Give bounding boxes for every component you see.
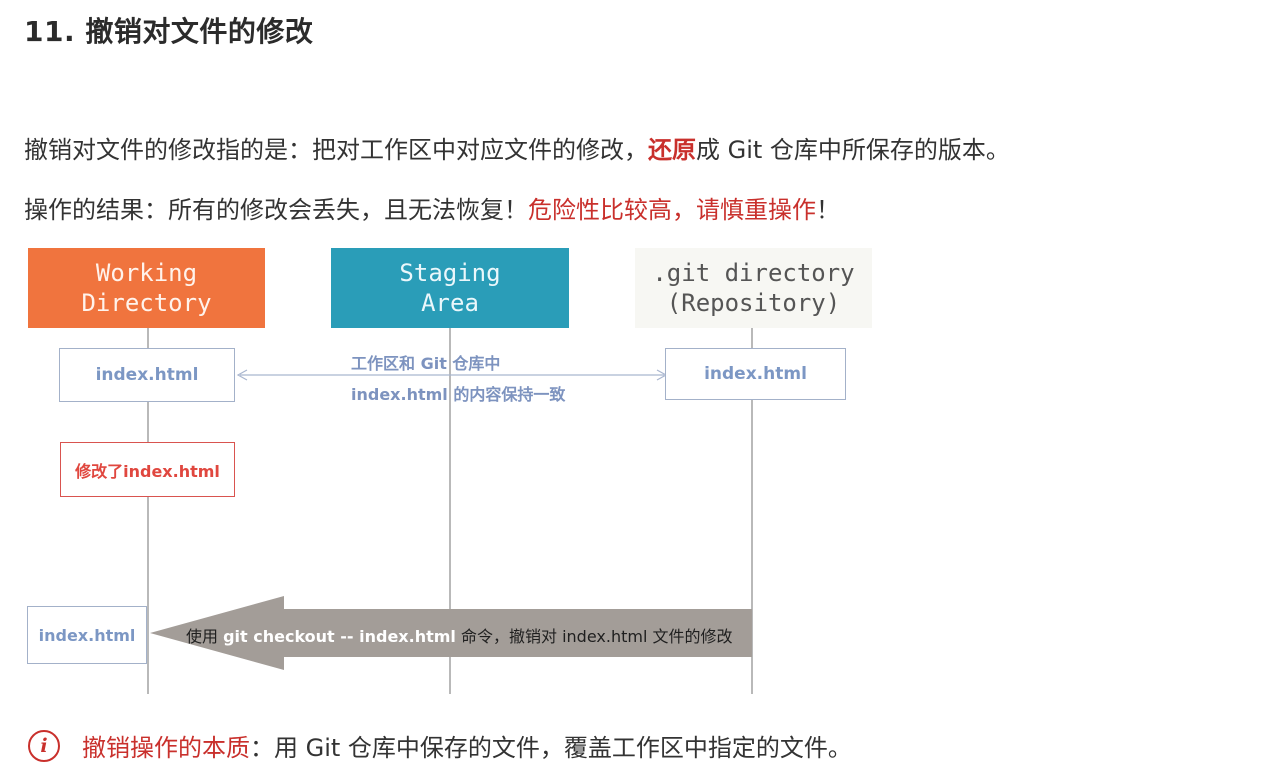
result-paragraph: 操作的结果：所有的修改会丢失，且无法恢复！危险性比较高，请慎重操作！	[24, 190, 840, 225]
description-text-end: 成 Git 仓库中所保存的版本。	[696, 136, 1010, 164]
staging-header-line2: Area	[421, 289, 479, 317]
sync-note-line2: index.html 的内容保持一致	[351, 385, 566, 404]
working-header-line2: Directory	[81, 289, 212, 317]
sync-note-line1: 工作区和 Git 仓库中	[351, 354, 501, 373]
staging-lifeline	[449, 328, 451, 694]
repository-file-box: index.html	[665, 348, 846, 400]
working-file-box: index.html	[59, 348, 235, 402]
git-directory-header: .git directory (Repository)	[635, 248, 872, 328]
modified-file-box: 修改了index.html	[60, 442, 235, 497]
staging-area-header: Staging Area	[331, 248, 569, 328]
working-directory-header: Working Directory	[28, 248, 265, 328]
danger-warning: 危险性比较高，请慎重操作	[528, 196, 816, 224]
git-header-line2: (Repository)	[666, 289, 841, 317]
restored-file-box: index.html	[27, 606, 147, 664]
description-text: 撤销对文件的修改指的是：把对工作区中对应文件的修改，	[24, 136, 648, 164]
essence-label: 撤销操作的本质	[82, 734, 250, 762]
restore-highlight: 还原	[648, 136, 696, 164]
checkout-command-label: 使用 git checkout -- index.html 命令，撤销对 ind…	[186, 623, 732, 647]
info-icon: i	[28, 729, 60, 762]
repository-lifeline	[751, 328, 753, 694]
result-text-end: ！	[816, 196, 840, 224]
result-text: 操作的结果：所有的修改会丢失，且无法恢复！	[24, 196, 528, 224]
working-header-line1: Working	[95, 259, 198, 287]
command-prefix: 使用	[186, 627, 224, 646]
essence-text: ：用 Git 仓库中保存的文件，覆盖工作区中指定的文件。	[250, 734, 852, 762]
description-paragraph: 撤销对文件的修改指的是：把对工作区中对应文件的修改，还原成 Git 仓库中所保存…	[24, 130, 1010, 165]
command-code: git checkout -- index.html	[223, 627, 456, 646]
git-header-line1: .git directory	[652, 259, 855, 287]
staging-header-line1: Staging	[399, 259, 501, 287]
section-title: 11. 撤销对文件的修改	[24, 15, 314, 48]
working-lifeline	[147, 328, 149, 694]
essence-note: i 撤销操作的本质：用 Git 仓库中保存的文件，覆盖工作区中指定的文件。	[28, 728, 852, 763]
command-suffix: 命令，撤销对 index.html 文件的修改	[455, 627, 733, 646]
